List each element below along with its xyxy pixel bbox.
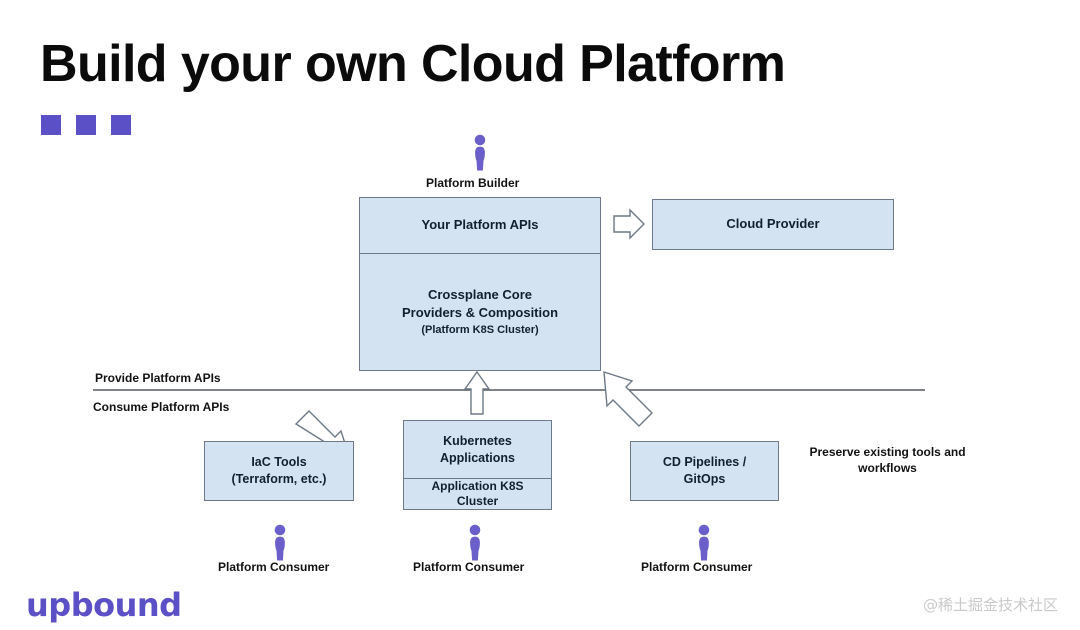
crossplane-core-box[interactable]: Crossplane Core Providers & Composition …: [360, 254, 600, 370]
crossplane-core-line1: Crossplane Core: [427, 287, 533, 303]
kubernetes-applications-box[interactable]: Kubernetes Applications: [404, 421, 551, 479]
platform-stack-box[interactable]: Your Platform APIs Crossplane Core Provi…: [359, 197, 601, 371]
accent-square-3: [111, 115, 131, 135]
platform-consumer-2-label: Platform Consumer: [413, 560, 525, 574]
watermark-text: @稀土掘金技术社区: [922, 596, 1058, 614]
cd-pipelines-line1: CD Pipelines /: [662, 455, 747, 470]
consume-platform-apis-label: Consume Platform APIs: [93, 400, 230, 414]
crossplane-core-line2: Providers & Composition: [401, 304, 559, 320]
iac-tools-line2: (Terraform, etc.): [231, 472, 327, 486]
cd-pipelines-line2: GitOps: [683, 472, 726, 486]
platform-consumer-2-person-icon: [469, 524, 481, 561]
cloud-provider-box[interactable]: Cloud Provider: [652, 199, 894, 250]
preserve-tools-label: Preserve existing tools and workflows: [809, 445, 966, 476]
kubernetes-stack-box[interactable]: Kubernetes Applications Application K8S …: [403, 420, 552, 510]
kubernetes-apps-line1: Kubernetes: [443, 434, 512, 449]
arrow-k8s-to-platform-icon: [463, 370, 491, 415]
platform-consumer-1-person-icon: [274, 524, 286, 561]
upbound-logo: upbound: [26, 586, 182, 624]
application-k8s-cluster-box[interactable]: Application K8S Cluster: [404, 479, 551, 509]
platform-builder-label: Platform Builder: [426, 176, 520, 190]
iac-tools-box[interactable]: IaC Tools (Terraform, etc.): [204, 441, 354, 501]
accent-square-2: [76, 115, 96, 135]
application-k8s-line1: Application K8S: [431, 479, 524, 493]
accent-squares: [41, 115, 131, 135]
your-platform-apis-box[interactable]: Your Platform APIs: [360, 198, 600, 254]
application-k8s-line2: Cluster: [456, 494, 499, 508]
platform-builder-person-icon: [474, 134, 486, 171]
platform-consumer-3-label: Platform Consumer: [641, 560, 753, 574]
platform-consumer-3-person-icon: [698, 524, 710, 561]
arrow-cd-to-platform-icon: [603, 371, 653, 427]
page-title: Build your own Cloud Platform: [40, 35, 786, 93]
your-platform-apis-label: Your Platform APIs: [421, 217, 539, 233]
accent-square-1: [41, 115, 61, 135]
kubernetes-apps-line2: Applications: [439, 450, 515, 465]
arrow-to-cloud-provider-icon: [613, 208, 645, 240]
provide-platform-apis-label: Provide Platform APIs: [95, 371, 221, 385]
cloud-provider-label: Cloud Provider: [726, 216, 820, 232]
crossplane-core-sublabel: (Platform K8S Cluster): [421, 324, 539, 337]
cd-pipelines-gitops-box[interactable]: CD Pipelines / GitOps: [630, 441, 779, 501]
iac-tools-line1: IaC Tools: [251, 455, 307, 470]
platform-consumer-1-label: Platform Consumer: [218, 560, 330, 574]
